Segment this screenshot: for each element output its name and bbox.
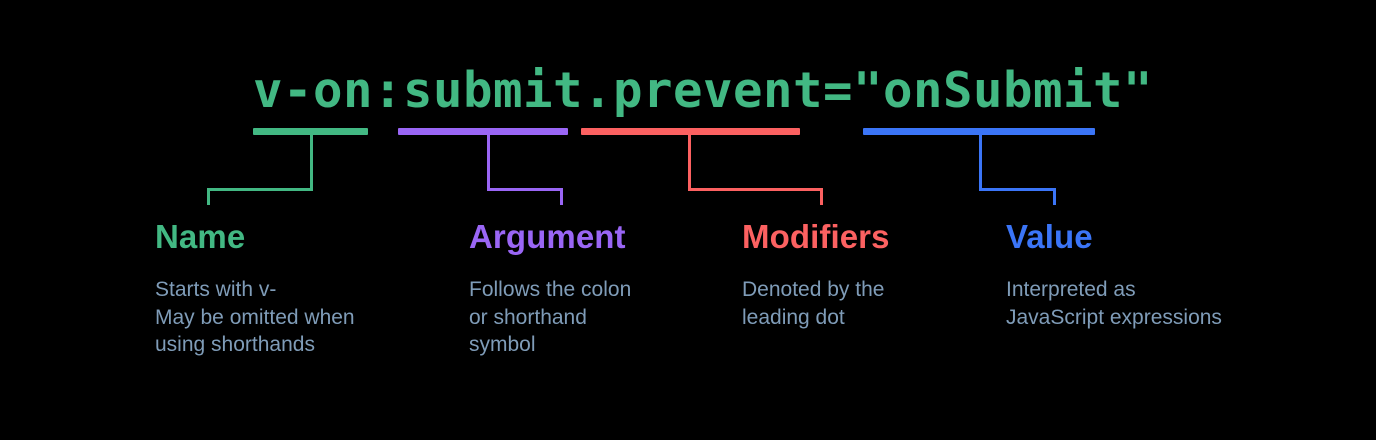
segment-bar-modifiers	[581, 128, 800, 135]
legend-title-modifiers: Modifiers	[742, 218, 890, 255]
legend-description-argument: Follows the colon or shorthand symbol	[469, 278, 632, 356]
segment-bar-value	[863, 128, 1095, 135]
connector-horizontal	[979, 188, 1056, 191]
segment-bar-argument	[398, 128, 568, 135]
connector-horizontal	[487, 188, 563, 191]
legend-description-value: Interpreted as JavaScript expressions	[1006, 278, 1222, 329]
legend-title-name: Name	[155, 218, 246, 255]
legend-title-argument: Argument	[469, 218, 626, 255]
connector-stub	[560, 188, 563, 205]
legend-column-argument: Argument Follows the colon or shorthand …	[469, 218, 631, 359]
legend-title-value: Value	[1006, 218, 1093, 255]
connector-stub	[820, 188, 823, 205]
legend-description-modifiers: Denoted by the leading dot	[742, 278, 885, 329]
connector-stub	[207, 188, 210, 205]
code-expression: v-on:submit.prevent="onSubmit"	[253, 62, 1154, 119]
legend-column-value: Value Interpreted as JavaScript expressi…	[1006, 218, 1222, 331]
connector-vertical	[688, 133, 691, 191]
legend-column-modifiers: Modifiers Denoted by the leading dot	[742, 218, 890, 331]
legend-column-name: Name Starts with v- May be omitted when …	[155, 218, 355, 359]
segment-bar-name	[253, 128, 368, 135]
connector-horizontal	[688, 188, 823, 191]
legend-description-name: Starts with v- May be omitted when using…	[155, 278, 355, 356]
connector-vertical	[487, 133, 490, 191]
connector-stub	[1053, 188, 1056, 205]
connector-horizontal	[207, 188, 313, 191]
connector-vertical	[979, 133, 982, 191]
connector-vertical	[310, 133, 313, 191]
